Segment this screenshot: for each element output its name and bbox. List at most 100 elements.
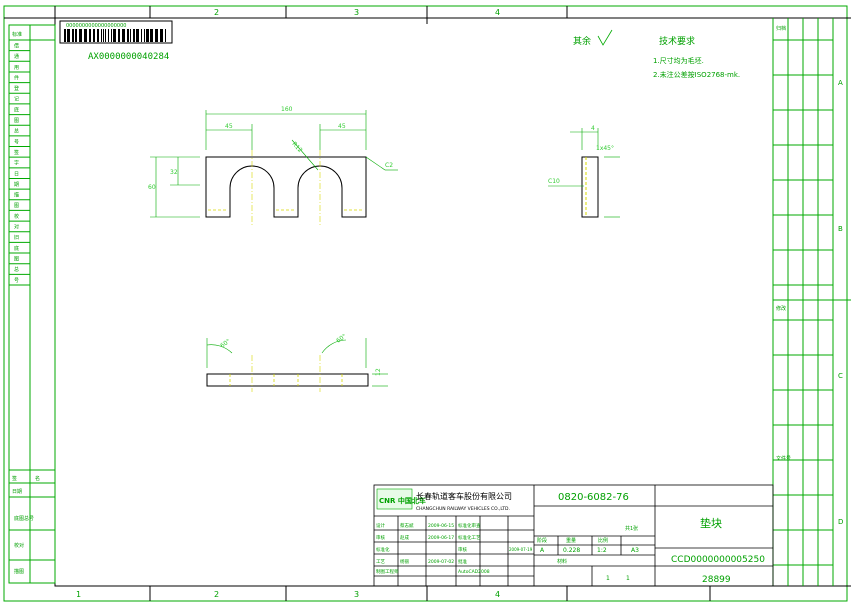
title-block — [373, 484, 774, 587]
tech-req-item-2: 2.未注公差按ISO2768-mk. — [653, 70, 740, 79]
left-strip-label: 描 — [14, 192, 19, 199]
barcode-bar — [105, 29, 106, 42]
company-name-cn: 长春轨道客车股份有限公司 — [416, 491, 512, 501]
title-block-cell: 制图工程师 — [376, 568, 399, 575]
left-strip-label: 记 — [14, 96, 19, 103]
left-strip-label: 用 — [14, 65, 19, 71]
right-revision-strip — [772, 18, 851, 586]
barcode-bar — [93, 29, 95, 42]
barcode-bar — [84, 29, 87, 42]
part-name: 垫块 — [700, 516, 722, 530]
right-zone-C: C — [838, 372, 843, 380]
dim-chamfer: C2 — [385, 162, 393, 169]
bottom-zone-3: 3 — [354, 590, 359, 599]
left-strip-label: 底 — [14, 106, 19, 113]
left-strip-label: 号 — [14, 139, 19, 145]
bottom-zone-4: 4 — [495, 590, 500, 599]
left-strip-label: 期 — [14, 182, 19, 188]
left-strip-label: 件 — [14, 74, 19, 81]
dim-right-offset: 45 — [338, 123, 346, 130]
left-strip-check: 校对 — [14, 542, 24, 549]
barcode-bar — [113, 29, 116, 42]
left-strip-label: 总 — [14, 128, 19, 135]
right-zone-D: D — [838, 518, 843, 526]
roughness-symbol-icon — [597, 29, 613, 46]
right-zone-B: B — [838, 225, 843, 233]
title-block-cell: 标准化审查 — [458, 522, 481, 529]
dim-side-chamfer: 1x45° — [596, 145, 614, 152]
bottom-view — [206, 338, 388, 392]
barcode-bar — [79, 29, 82, 42]
dim-side-thickness: 4 — [591, 125, 595, 132]
top-zone-3: 3 — [354, 8, 359, 17]
left-strip-label: 旧 — [14, 234, 19, 241]
mark-approve-date: 2009-07-19 — [509, 547, 533, 552]
title-block-cell: 工艺 — [376, 559, 385, 565]
right-strip-file: 文件号 — [776, 455, 791, 462]
bottom-zone-2: 2 — [214, 590, 219, 599]
drawing-code: AX0000000040284 — [88, 52, 169, 62]
barcode-digits: 0000000000000000000 — [66, 23, 126, 29]
title-block-cell: 蔡志斌 — [400, 522, 414, 529]
tech-req-title: 技术要求 — [659, 35, 695, 47]
mark-label-stage: 阶段 — [537, 537, 547, 544]
company-logo: CNR 中国北车 — [379, 496, 426, 505]
barcode — [59, 20, 173, 44]
barcode-bar — [165, 29, 166, 42]
title-block-cell: 批准 — [458, 558, 467, 565]
left-strip-label: 签 — [14, 149, 19, 156]
mark-label-weight: 重量 — [566, 537, 576, 544]
dim-bottom-thickness: 12 — [375, 368, 382, 376]
left-strip-label: 图 — [14, 203, 19, 209]
title-block-cell: 标准化工艺 — [458, 534, 481, 541]
left-strip-label: 底 — [14, 245, 19, 252]
left-strip-label: 总 — [14, 266, 19, 273]
barcode-bar — [160, 29, 163, 42]
barcode-bar — [103, 29, 104, 42]
top-zone-4: 4 — [495, 8, 500, 17]
title-block-cell: 审核 — [458, 546, 467, 553]
left-strip-label: 对 — [14, 224, 19, 231]
barcode-bar — [127, 29, 129, 42]
title-block-cell: 杨丽 — [400, 558, 409, 565]
left-strip-label: 借 — [14, 43, 19, 50]
left-strip-label: 登 — [14, 85, 19, 92]
barcode-bar — [122, 29, 125, 42]
top-zone-2: 2 — [214, 8, 219, 17]
dim-bottom-angle-left: 60° — [219, 338, 232, 350]
left-strip-label: 校 — [14, 213, 19, 220]
barcode-bar — [141, 29, 142, 42]
tech-req-item-1: 1.尺寸均为毛坯. — [653, 56, 704, 65]
right-strip-modify: 修改 — [776, 305, 786, 312]
left-strip-label: 图 — [14, 257, 19, 263]
drawing-number: 28899 — [702, 575, 731, 585]
left-strip-label: 通 — [14, 53, 19, 60]
top-zone-strip — [4, 6, 851, 24]
left-strip-date: 日期 — [12, 489, 22, 495]
bottom-zone-1: 1 — [76, 590, 81, 599]
dim-bottom-angle-right: 60° — [335, 333, 348, 345]
title-block-cell: 2009-07-02 — [428, 559, 454, 565]
title-block-cell: 标准化 — [376, 546, 390, 553]
left-strip-total: 底图总号 — [14, 515, 34, 522]
mark-scale: 1:2 — [597, 547, 607, 554]
mark-label-scale: 比例 — [598, 537, 608, 544]
dim-height: 60 — [148, 184, 156, 191]
left-strip-header: 标准 — [12, 31, 22, 38]
cnr-logo-icon — [376, 488, 413, 510]
barcode-bar — [101, 29, 102, 42]
dim-radius: R12 — [291, 141, 304, 155]
mark-sheet-index: 1 — [606, 575, 610, 582]
title-block-cell: 赵成 — [400, 534, 409, 541]
barcode-bar — [133, 29, 135, 42]
mark-sheet-size: A3 — [631, 547, 639, 554]
dim-side-ref: C10 — [548, 178, 560, 185]
barcode-bar — [108, 29, 109, 42]
surface-roughness-note: 其余 — [573, 35, 591, 47]
title-block-cell: 审核 — [376, 534, 385, 541]
left-strip — [8, 24, 56, 584]
outer-border — [3, 5, 848, 602]
barcode-bar — [136, 29, 139, 42]
barcode-bar — [72, 29, 74, 42]
